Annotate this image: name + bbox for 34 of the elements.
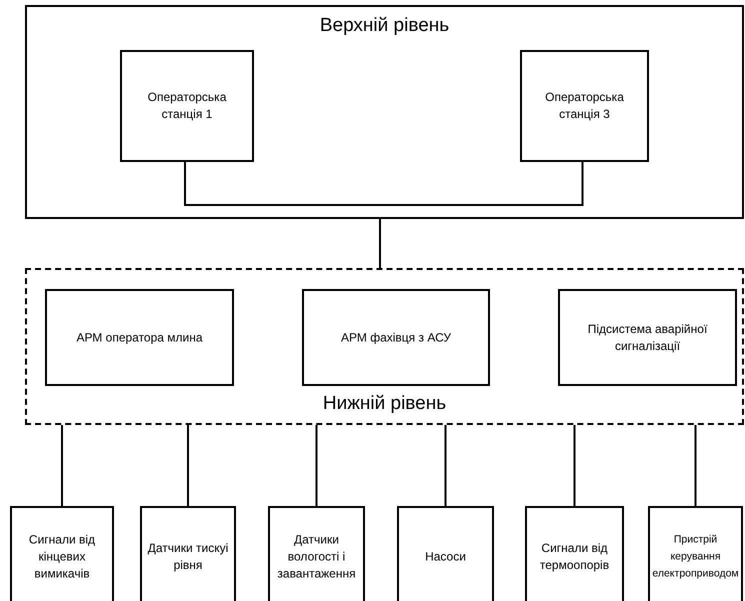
process-box: [648, 506, 743, 601]
box-label: АРМ фахівця з АСУ: [340, 329, 452, 346]
connector-line: [316, 425, 318, 506]
process-box: [120, 50, 254, 162]
box-label: Сигнали від кінцевих вимикачів: [28, 532, 96, 582]
process-box: [10, 506, 114, 601]
box-label: Операторська станція 3: [544, 89, 625, 123]
process-box: [302, 289, 490, 386]
box-label: Підсистема аварійної сигналізації: [586, 320, 708, 354]
box-label: Насоси: [424, 548, 467, 566]
level-frame: [25, 5, 744, 219]
box-label: Пристрій керування електроприводом: [651, 532, 740, 582]
connector-line: [184, 160, 584, 206]
connector-line: [61, 425, 63, 506]
level-title: Верхній рівень: [318, 15, 450, 37]
box-label: Сигнали від термоопорів: [538, 540, 610, 574]
box-label: Датчики тискуі рівня: [146, 540, 230, 574]
level-title: Нижній рівень: [322, 393, 448, 415]
process-box: [525, 506, 624, 601]
connector-line: [379, 219, 381, 268]
connector-line: [187, 425, 189, 506]
box-label: Операторська станція 1: [146, 89, 228, 123]
connector-line: [574, 425, 576, 506]
process-box: [140, 506, 236, 601]
box-label: АРМ оператора млина: [75, 329, 204, 346]
process-box: [558, 289, 737, 386]
process-box: [268, 506, 365, 601]
connector-line: [444, 425, 446, 506]
process-box: [45, 289, 234, 386]
process-box: [520, 50, 649, 162]
level-frame: [25, 268, 744, 425]
connector-line: [694, 425, 696, 506]
box-label: Датчики вологості і завантаження: [276, 532, 357, 582]
process-box: [397, 506, 494, 601]
